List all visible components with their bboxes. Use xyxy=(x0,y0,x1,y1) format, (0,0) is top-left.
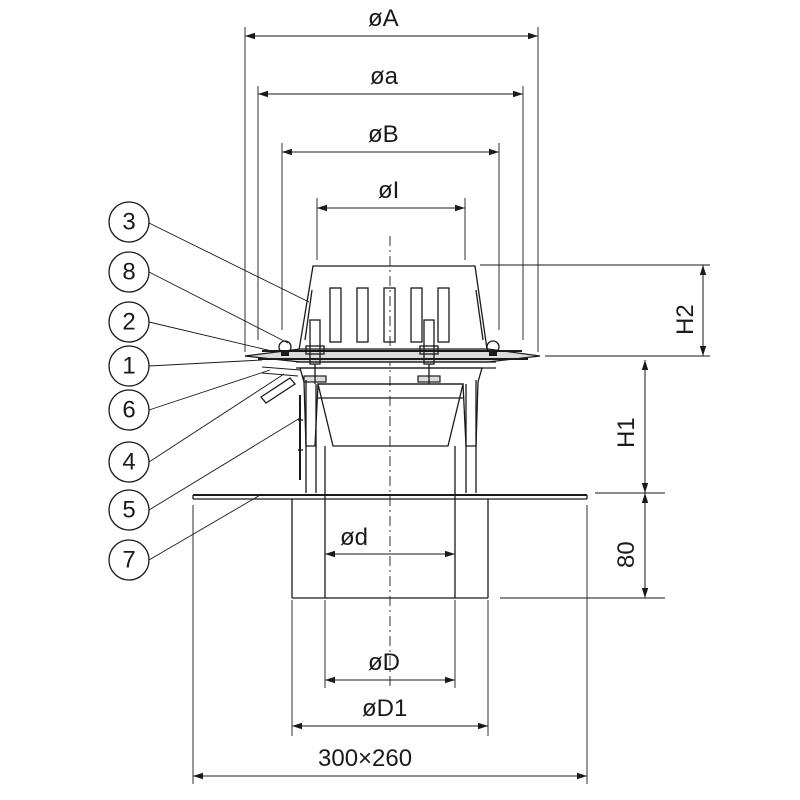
outlet-pipe xyxy=(298,380,477,598)
part-callout-2: 2 xyxy=(108,301,150,343)
label-dia-I: øI xyxy=(378,177,399,204)
part-callout-3: 3 xyxy=(108,201,150,243)
label-size: 300×260 xyxy=(318,745,412,772)
drain-body xyxy=(192,265,588,599)
svg-text:3: 3 xyxy=(122,209,135,236)
part-callout-7: 7 xyxy=(108,539,150,581)
label-H1: H1 xyxy=(613,417,640,448)
lower-sleeve xyxy=(291,499,489,599)
base-plate xyxy=(192,494,588,500)
part-callout-1: 1 xyxy=(108,345,150,387)
leader-lines xyxy=(148,222,310,561)
part-callout-6: 6 xyxy=(108,389,150,431)
svg-text:5: 5 xyxy=(122,497,135,524)
svg-text:2: 2 xyxy=(122,309,135,336)
part-callouts: 3 8 2 1 6 4 5 7 xyxy=(108,201,150,581)
bolt-right xyxy=(417,319,441,384)
svg-text:8: 8 xyxy=(122,259,135,286)
bolt-left xyxy=(303,319,327,384)
drain-upper-body xyxy=(299,367,483,447)
svg-text:6: 6 xyxy=(122,397,135,424)
strainer-slots xyxy=(304,287,484,343)
inner-bowl xyxy=(317,383,464,447)
part-callout-5: 5 xyxy=(108,489,150,531)
label-dia-B: øB xyxy=(368,121,399,148)
label-dia-D: øD xyxy=(368,649,400,676)
label-dia-D1: øD1 xyxy=(362,695,407,722)
label-dia-a: øa xyxy=(370,63,399,90)
label-dia-d: ød xyxy=(340,524,368,551)
cable-outlet xyxy=(260,377,296,404)
label-H2: H2 xyxy=(672,304,699,335)
dimension-lines xyxy=(193,32,707,780)
svg-text:1: 1 xyxy=(122,353,135,380)
dimension-labels: øA øa øB øI ød øD øD1 300×260 H2 H1 80 xyxy=(318,5,699,772)
svg-text:7: 7 xyxy=(122,547,135,574)
part-callout-4: 4 xyxy=(108,441,150,483)
part-callout-8: 8 xyxy=(108,251,150,293)
fastener-right xyxy=(486,340,500,356)
svg-text:4: 4 xyxy=(122,449,135,476)
label-height-80: 80 xyxy=(613,541,640,568)
extension-lines xyxy=(192,27,710,784)
label-dia-A: øA xyxy=(368,5,399,32)
